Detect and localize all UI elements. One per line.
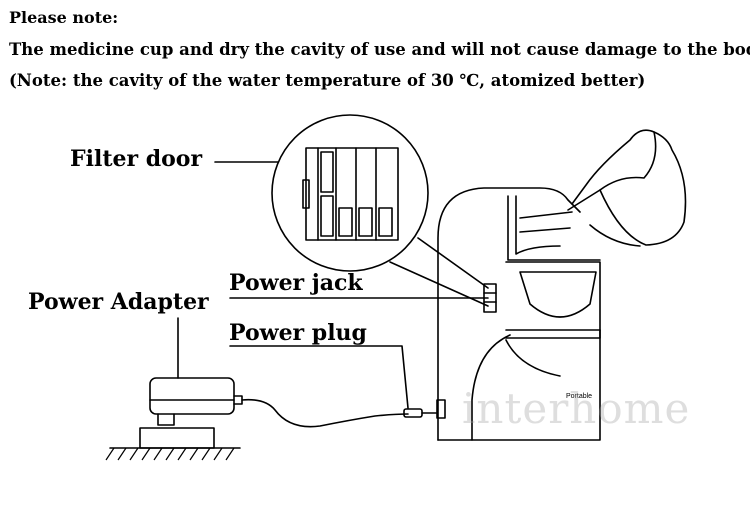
label-filter-door: Filter door (70, 146, 203, 172)
filter-door-zoom-circle (271, 114, 429, 272)
power-plug-socket (436, 399, 446, 419)
ground-hatch (105, 447, 235, 461)
zoom-connector-1 (417, 237, 489, 289)
label-power-plug: Power plug (229, 320, 367, 346)
note-line-1: The medicine cup and dry the cavity of u… (9, 40, 750, 59)
nebulizer-body (436, 187, 601, 441)
label-power-jack: Power jack (229, 270, 363, 296)
power-adapter-drawing (149, 377, 243, 426)
power-cable (241, 398, 409, 428)
power-plug (403, 408, 423, 418)
device-label: Portable (566, 393, 592, 400)
watermark: interhome (462, 384, 691, 433)
zoom-connector-2 (389, 261, 489, 307)
power-plug-leader (229, 345, 409, 409)
note-line-2: (Note: the cavity of the water temperatu… (9, 71, 646, 90)
note-title: Please note: (9, 8, 119, 27)
mask (567, 129, 687, 247)
label-power-adapter: Power Adapter (28, 289, 209, 315)
filter-door-detail (302, 147, 399, 241)
adapter-stand (139, 427, 215, 449)
